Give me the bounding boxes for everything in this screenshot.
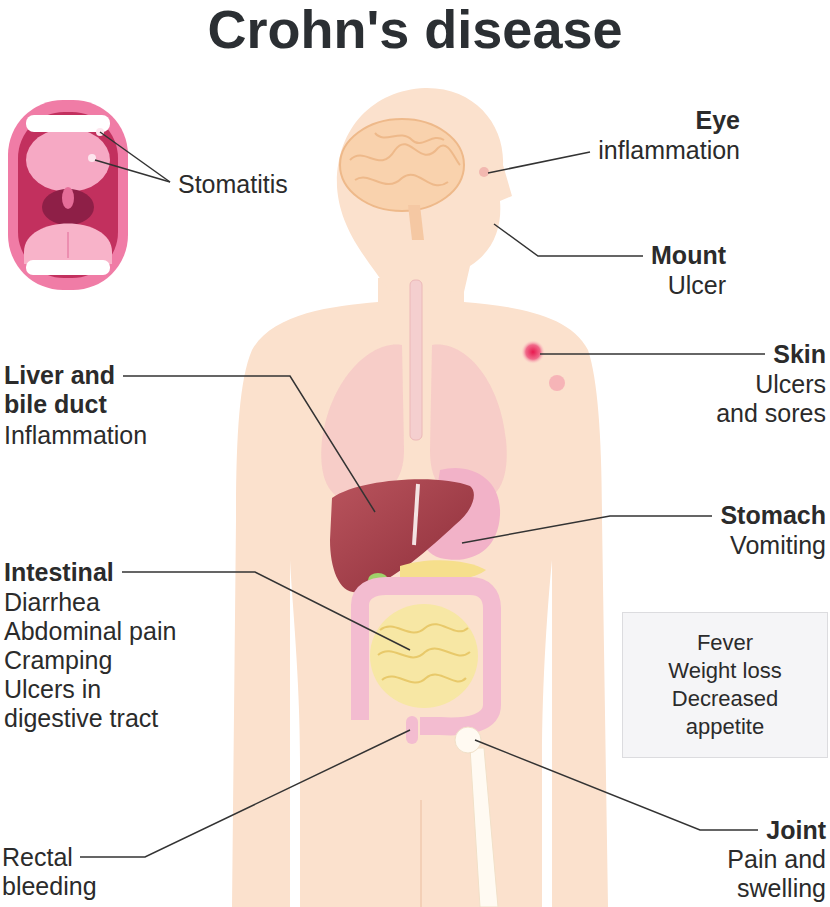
brain [340, 119, 464, 240]
leader-line [488, 152, 590, 173]
diagram-title: Crohn's disease [0, 0, 830, 58]
brain-shape [340, 119, 464, 211]
liver-ligament [414, 484, 418, 545]
leader-line [95, 160, 170, 182]
symptom-label: Cramping [4, 646, 112, 675]
chest-organs [321, 280, 506, 501]
brain-folds [350, 133, 460, 185]
colon [360, 586, 492, 726]
section-heading: Stomach [720, 501, 826, 530]
lips [8, 100, 128, 290]
lower-teeth [26, 260, 110, 275]
symptom-label: Ulcers and sores [712, 370, 826, 428]
section-heading: Intestinal [4, 558, 114, 587]
skin-sore [549, 375, 565, 391]
symptom-label: Inflammation [4, 421, 147, 450]
small-intestine [370, 604, 478, 708]
body [232, 278, 608, 907]
trachea [410, 280, 422, 440]
tongue [24, 224, 112, 265]
intestine-folds [378, 624, 470, 682]
symptom-label: Rectal bleeding [2, 843, 112, 901]
rectum [406, 722, 418, 738]
left-lung [321, 345, 404, 501]
section-heading: Eye [696, 106, 740, 135]
leader-line [494, 224, 643, 256]
mouth-ulcer [88, 154, 96, 162]
symptom-text: Weight loss [635, 657, 815, 685]
symptom-label: Vomiting [730, 531, 826, 560]
symptom-label: Ulcer [668, 271, 726, 300]
brain-stem [408, 205, 424, 240]
symptom-text: Decreased appetite [635, 685, 815, 741]
symptom-label: Abdominal pain [4, 617, 176, 646]
section-heading: Skin [773, 340, 826, 369]
symptom-label: Diarrhea [4, 588, 100, 617]
section-heading: Liver and bile duct [4, 361, 144, 419]
leader-line [100, 132, 170, 182]
leader-line [123, 376, 375, 512]
symptom-box: FeverWeight lossDecreased appetite [622, 612, 828, 758]
leg-gap [420, 800, 422, 907]
femur-head [455, 727, 481, 753]
mouth-inset [8, 100, 128, 290]
eye-spot [479, 167, 489, 177]
section-heading: Joint [766, 816, 826, 845]
leader-line [462, 516, 712, 543]
mouth-inside [18, 112, 118, 278]
body-silhouette [232, 88, 608, 907]
symptom-label: inflammation [598, 136, 740, 165]
symptom-label: Stomatitis [178, 170, 288, 199]
uvula [62, 187, 74, 209]
abdominal-organs [330, 468, 500, 738]
symptom-label: Pain and swelling [714, 845, 826, 903]
leader-line [540, 353, 765, 355]
section-heading: Mount [651, 241, 726, 270]
symptom-text: Fever [635, 629, 815, 657]
leader-line [80, 730, 410, 857]
femur-shaft [470, 748, 498, 907]
skin-sores [521, 340, 565, 391]
head [337, 88, 512, 292]
skin-sore [521, 340, 545, 364]
tongue-line [67, 232, 69, 258]
femur [455, 727, 498, 907]
symptom-label: Ulcers in digestive tract [4, 675, 179, 733]
